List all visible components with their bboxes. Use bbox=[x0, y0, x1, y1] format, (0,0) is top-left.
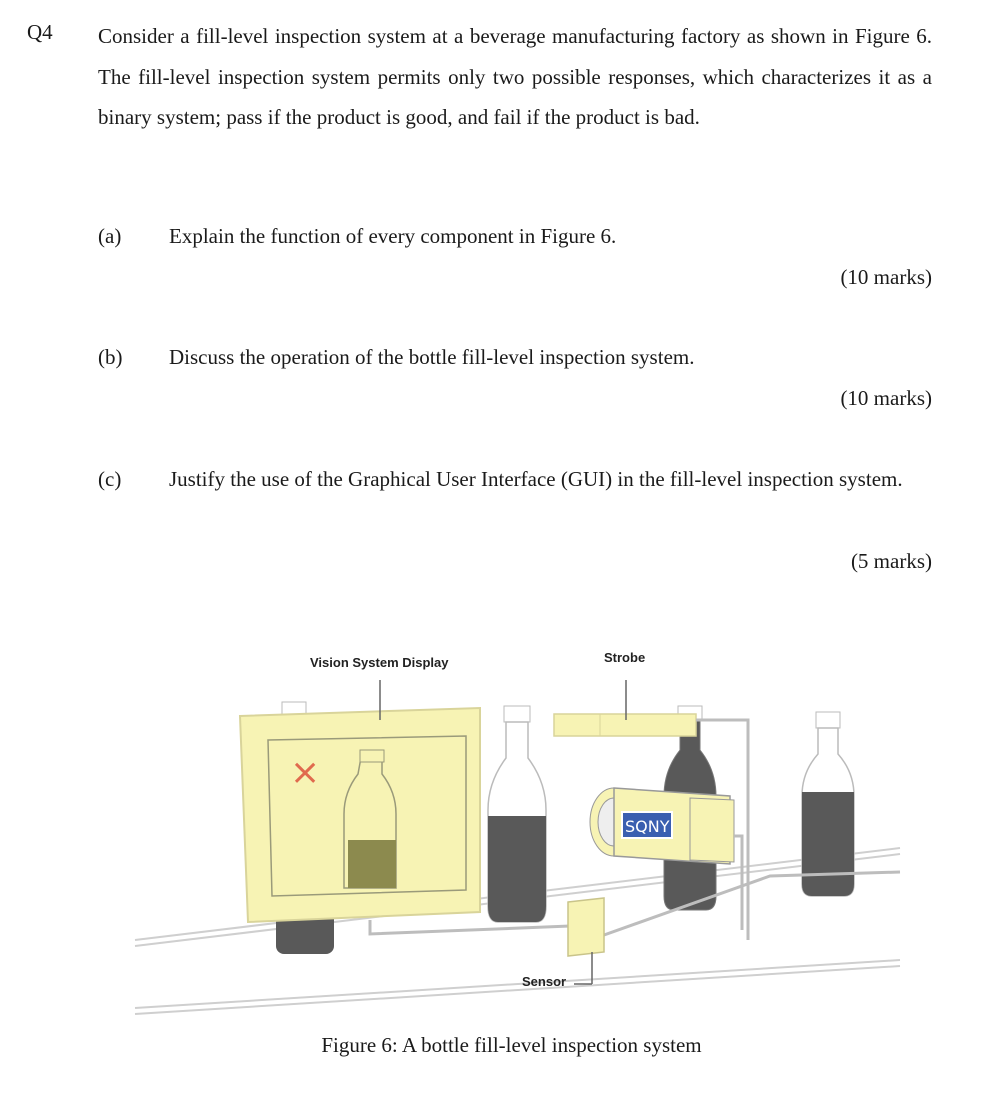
cables bbox=[368, 718, 901, 942]
question-number: Q4 bbox=[27, 20, 53, 44]
inspection-system-figure: × Vision System Display Strobe SQNY bbox=[134, 650, 901, 1015]
camera-brand-label: SQNY bbox=[625, 817, 670, 836]
part-a-label: (a) bbox=[98, 224, 122, 248]
camera: SQNY bbox=[589, 787, 735, 865]
bottle-full-1 bbox=[487, 705, 547, 923]
part-b-marks: (10 marks) bbox=[840, 386, 932, 410]
part-c-label: (c) bbox=[98, 467, 122, 491]
part-b-label: (b) bbox=[98, 345, 123, 369]
figure-caption-text: Figure 6: A bottle fill-level inspection… bbox=[321, 1033, 702, 1057]
part-b-text: Discuss the operation of the bottle fill… bbox=[169, 345, 695, 369]
strobe-label: Strobe bbox=[604, 650, 645, 665]
question-intro: Consider a fill-level inspection system … bbox=[98, 24, 932, 129]
sensor-label: Sensor bbox=[522, 974, 566, 989]
figure-caption: Figure 6: A bottle fill-level inspection… bbox=[0, 1033, 1007, 1058]
part-a-text: Explain the function of every component … bbox=[169, 224, 617, 248]
fail-x-icon: × bbox=[290, 752, 320, 793]
part-c-marks: (5 marks) bbox=[850, 549, 932, 573]
screen-bottle bbox=[343, 749, 397, 889]
part-c-text: Justify the use of the Graphical User In… bbox=[169, 467, 903, 491]
part-a-marks: (10 marks) bbox=[840, 265, 932, 289]
bottle-full-2 bbox=[801, 711, 855, 897]
display-label: Vision System Display bbox=[310, 655, 449, 670]
vision-system-display: × bbox=[238, 680, 481, 924]
sensor bbox=[567, 897, 605, 985]
camera-badge bbox=[621, 811, 673, 839]
strobe bbox=[553, 680, 697, 737]
